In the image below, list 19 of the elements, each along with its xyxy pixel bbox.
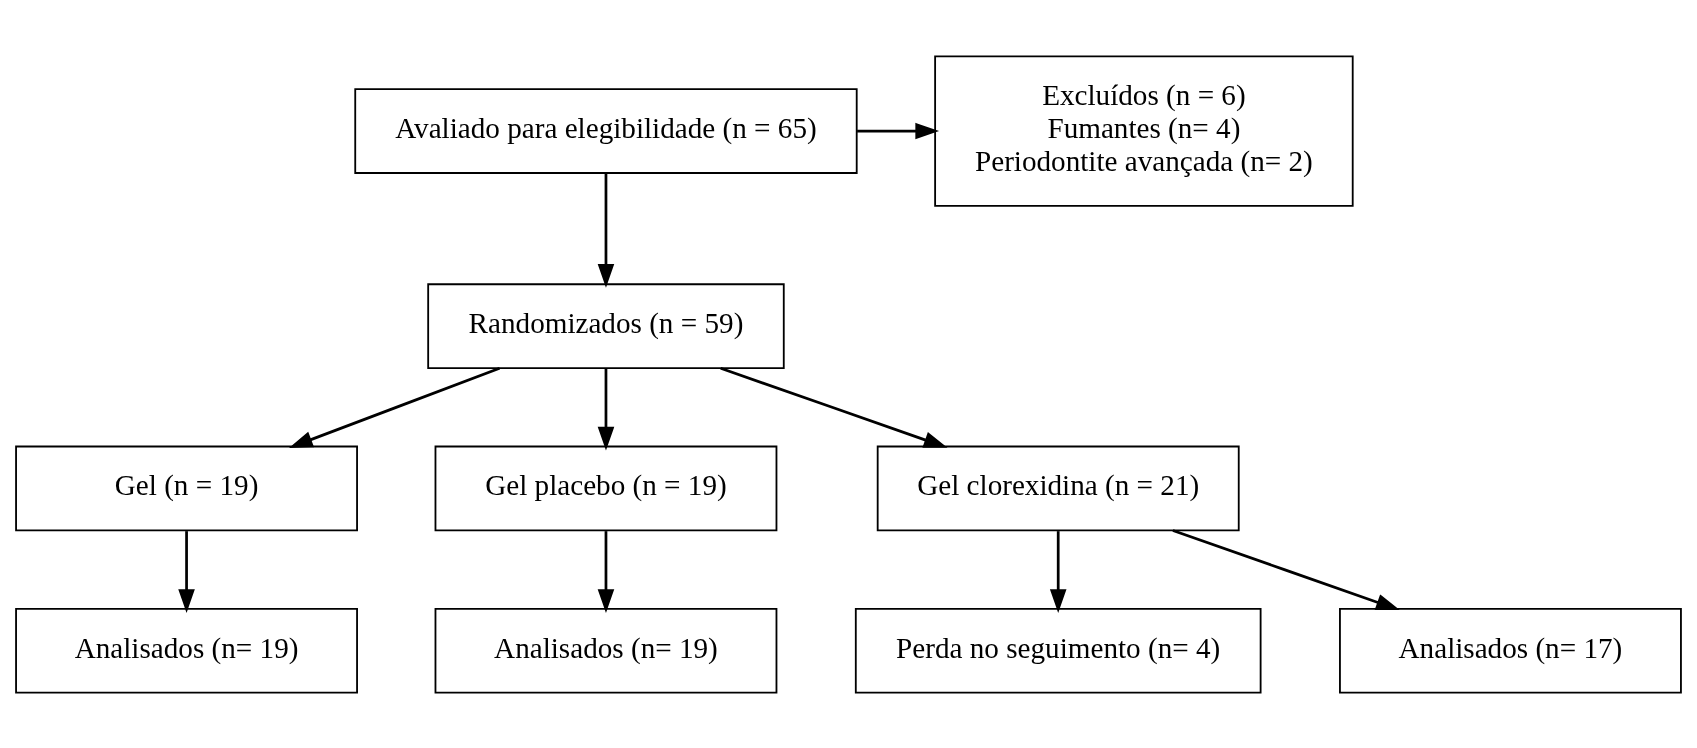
- node-box: Gel (n = 19): [15, 445, 358, 531]
- node-box: Analisados (n= 19): [434, 607, 778, 694]
- node-box: Gel placebo (n = 19): [434, 445, 778, 531]
- node-box: Randomizados (n = 59): [427, 282, 785, 369]
- arrow: [720, 366, 948, 448]
- arrow: [597, 530, 615, 613]
- node-box: Analisados (n= 19): [15, 607, 358, 694]
- arrow: [597, 368, 615, 451]
- arrow: [288, 366, 501, 448]
- node-box: Gel clorexidina (n = 21): [876, 445, 1240, 531]
- arrow: [597, 172, 615, 288]
- node-box: Perda no seguimento (n= 4): [854, 607, 1262, 694]
- arrow: [857, 122, 940, 139]
- node-box: Excluídos (n = 6) Fumantes (n= 4) Periodontite avançada (n= 2): [934, 54, 1354, 207]
- arrow: [178, 530, 195, 613]
- node-box: Analisados (n= 17): [1339, 607, 1682, 694]
- node-box: Avaliado para elegibilidade (n = 65): [354, 87, 858, 174]
- arrow: [1172, 528, 1400, 610]
- arrow: [1049, 530, 1067, 613]
